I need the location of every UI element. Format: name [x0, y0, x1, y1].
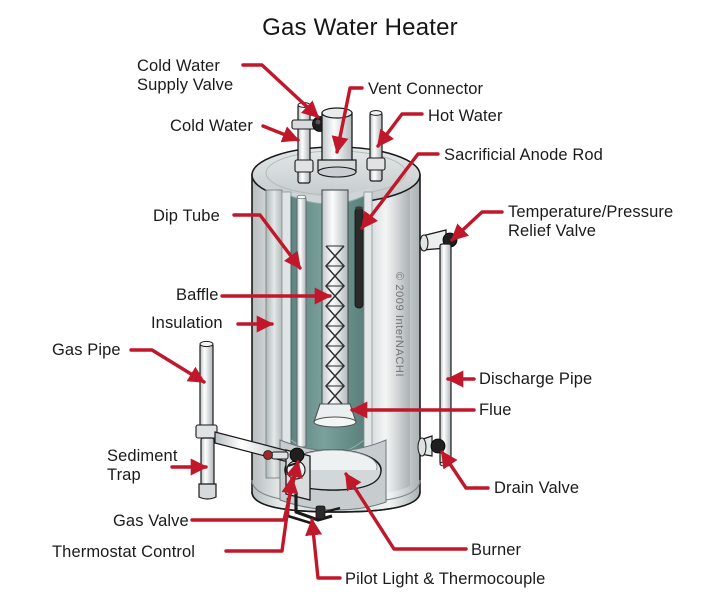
- drain-valve: [417, 435, 446, 457]
- label-baffle: Baffle: [176, 286, 219, 304]
- copyright-watermark: © 2009 InterNACHI: [393, 272, 405, 378]
- pilot-light-thermocouple: [315, 505, 341, 520]
- label-burner: Burner: [471, 541, 522, 559]
- label-discharge-pipe: Discharge Pipe: [479, 370, 593, 388]
- leader-burner: [344, 472, 468, 551]
- baffle-strip: [324, 245, 346, 407]
- sacrificial-anode-rod: [354, 206, 364, 309]
- dip-tube: [296, 194, 307, 448]
- label-cold-water-supply-valve: Cold Water Supply Valve: [137, 57, 234, 94]
- leader-vent-connector: [331, 86, 364, 154]
- leader-cold-water-supply-valve: [241, 63, 320, 119]
- gas-valve-knob: [289, 447, 305, 463]
- label-temperature-pressure-relief-valve: Temperature/Pressure Relief Valve: [508, 203, 674, 240]
- label-drain-valve: Drain Valve: [494, 479, 580, 497]
- flue-and-baffle: [313, 189, 357, 428]
- label-insulation: Insulation: [151, 314, 223, 332]
- page-title: Gas Water Heater: [262, 14, 458, 41]
- leader-gas-pipe: [129, 348, 206, 384]
- label-gas-valve: Gas Valve: [113, 512, 189, 530]
- leader-sacrificial-anode-rod: [360, 152, 440, 230]
- cold-water-inlet: [291, 102, 328, 184]
- leader-cold-water: [261, 124, 300, 143]
- gas-pipe-riser: [199, 343, 214, 435]
- label-hot-water: Hot Water: [428, 107, 503, 125]
- leader-thermostat-control: [224, 476, 299, 553]
- hot-water-outlet: [366, 110, 386, 182]
- label-vent-connector: Vent Connector: [368, 80, 484, 98]
- leader-pilot-light-thermocouple: [305, 518, 342, 580]
- label-flue: Flue: [479, 401, 512, 419]
- label-sediment-trap: Sediment Trap: [107, 447, 178, 484]
- leader-dip-tube: [232, 213, 302, 270]
- label-thermostat-control: Thermostat Control: [52, 543, 196, 561]
- label-pilot-light-thermocouple: Pilot Light & Thermocouple: [345, 570, 546, 588]
- vent-connector: [317, 107, 357, 178]
- leader-tp-relief-valve: [450, 210, 504, 242]
- discharge-pipe: [439, 243, 452, 467]
- leader-hot-water: [376, 112, 424, 148]
- label-sacrificial-anode-rod: Sacrificial Anode Rod: [444, 146, 603, 164]
- leader-drain-valve: [440, 450, 490, 490]
- label-gas-pipe: Gas Pipe: [52, 341, 121, 359]
- label-dip-tube: Dip Tube: [153, 207, 220, 225]
- leader-lines: [129, 63, 504, 580]
- label-cold-water: Cold Water: [170, 117, 253, 135]
- gas-piping: [195, 340, 293, 500]
